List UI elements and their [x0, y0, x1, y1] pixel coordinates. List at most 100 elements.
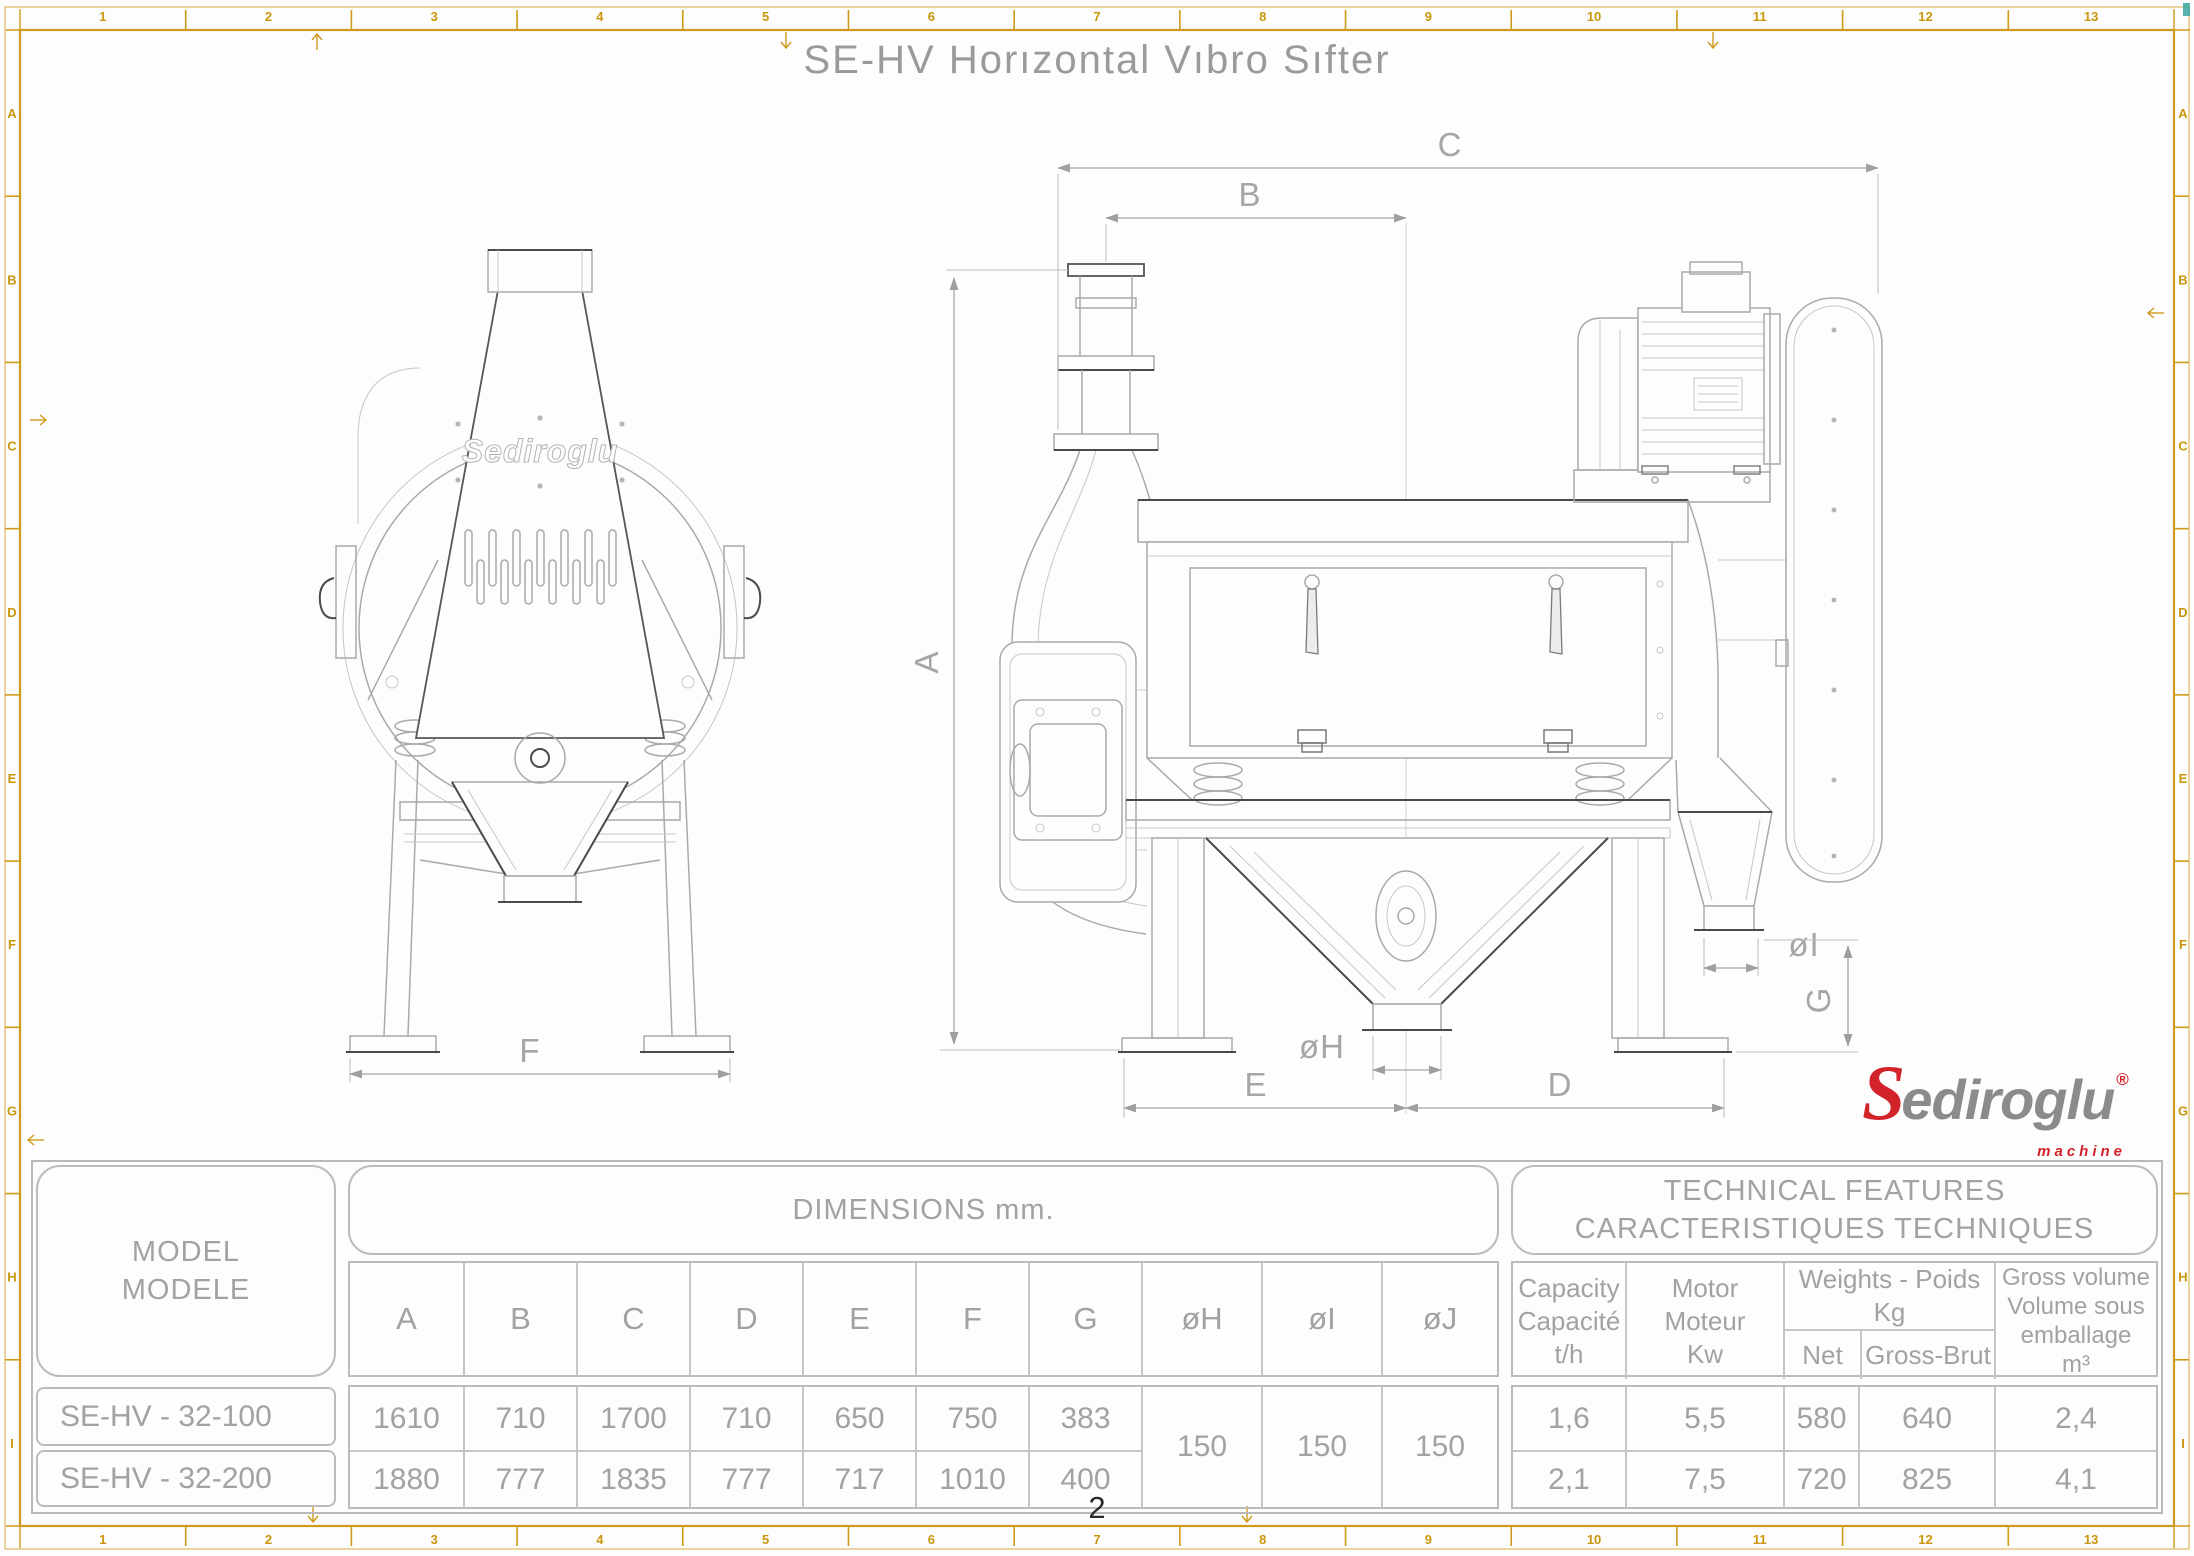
col-E: E — [802, 1263, 915, 1375]
cell: 2,4 — [1994, 1387, 2156, 1450]
col-weights: Weights - Poids Kg Net Gross-Brut — [1783, 1263, 1994, 1379]
belt-guard — [1718, 297, 1883, 883]
door-handles — [1304, 574, 1564, 655]
col-oI: øI — [1261, 1263, 1381, 1375]
svg-text:8: 8 — [1259, 1532, 1266, 1547]
svg-text:A: A — [2178, 106, 2188, 121]
cell: 4,1 — [1994, 1450, 2156, 1507]
svg-text:3: 3 — [431, 1532, 438, 1547]
dim-label-G: G — [1800, 987, 1837, 1014]
svg-text:10: 10 — [1587, 9, 1601, 24]
col-B: B — [463, 1263, 576, 1375]
svg-text:A: A — [7, 106, 17, 121]
svg-text:I: I — [10, 1436, 14, 1451]
svg-text:F: F — [8, 937, 16, 952]
col-D: D — [689, 1263, 802, 1375]
svg-text:B: B — [2178, 272, 2187, 287]
svg-text:H: H — [2178, 1270, 2187, 1285]
svg-text:11: 11 — [1753, 9, 1767, 24]
technical-header: TECHNICAL FEATURES CARACTERISTIQUES TECH… — [1511, 1165, 2158, 1255]
cell: 1880 — [350, 1450, 463, 1507]
svg-text:5: 5 — [762, 1532, 769, 1547]
svg-text:7: 7 — [1093, 1532, 1100, 1547]
vent-slots — [464, 529, 617, 605]
svg-text:E: E — [8, 771, 17, 786]
svg-text:G: G — [7, 1103, 17, 1118]
col-motor: Motor Moteur Kw — [1625, 1263, 1783, 1379]
tech-data-block: 1,6 5,5 580 640 2,4 2,1 7,5 720 825 4,1 — [1511, 1385, 2158, 1509]
cell: 720 — [1783, 1450, 1858, 1507]
svg-text:D: D — [2178, 605, 2187, 620]
cell: 710 — [689, 1387, 802, 1450]
drive-motor — [1573, 261, 1781, 503]
dim-label-D: D — [1548, 1066, 1573, 1103]
col-oH: øH — [1141, 1263, 1261, 1375]
registered-mark-icon: ® — [2116, 1070, 2129, 1089]
svg-text:4: 4 — [596, 1532, 604, 1547]
cell: 777 — [689, 1450, 802, 1507]
svg-text:8: 8 — [1259, 9, 1266, 24]
cell: 383 — [1028, 1387, 1141, 1450]
dim-label-C: C — [1438, 126, 1463, 163]
svg-text:D: D — [7, 605, 16, 620]
svg-text:6: 6 — [928, 9, 935, 24]
logo-tagline: machine — [2037, 1143, 2126, 1160]
svg-text:13: 13 — [2084, 1532, 2098, 1547]
cell: 7,5 — [1625, 1450, 1783, 1507]
dim-label-E: E — [1244, 1066, 1267, 1103]
svg-text:I: I — [2181, 1436, 2185, 1451]
svg-text:H: H — [7, 1270, 16, 1285]
company-logo: S ediroglu ® machine — [1862, 1049, 2132, 1161]
dim-label-oH: øH — [1299, 1028, 1345, 1065]
dim-label-A: A — [908, 650, 945, 673]
cell-merged-oJ: 150 — [1381, 1387, 1497, 1507]
svg-text:1: 1 — [99, 9, 106, 24]
svg-text:5: 5 — [762, 9, 769, 24]
svg-text:11: 11 — [1753, 1532, 1767, 1547]
tech-subheader-row: Capacity Capacité t/h Motor Moteur Kw We… — [1511, 1261, 2158, 1379]
door-latches — [1297, 729, 1573, 753]
dim-subheader-row: A B C D E F G øH øI øJ — [348, 1261, 1499, 1377]
svg-text:E: E — [2179, 771, 2188, 786]
svg-text:3: 3 — [431, 9, 438, 24]
svg-text:7: 7 — [1093, 9, 1100, 24]
cell: 1610 — [373, 1401, 440, 1435]
specification-table: MODEL MODELE DIMENSIONS mm. TECHNICAL FE… — [31, 1160, 2163, 1514]
svg-text:C: C — [2178, 439, 2188, 454]
cell: 650 — [802, 1387, 915, 1450]
svg-text:9: 9 — [1425, 1532, 1432, 1547]
svg-text:12: 12 — [1918, 1532, 1932, 1547]
cell: 1835 — [576, 1450, 689, 1507]
cell: 710 — [463, 1387, 576, 1450]
dim-data-block: 1610 710 1700 710 650 750 383 150 150 15… — [348, 1385, 1499, 1509]
svg-text:13: 13 — [2084, 9, 2098, 24]
dimensions-header: DIMENSIONS mm. — [348, 1165, 1499, 1255]
cell: 1700 — [576, 1387, 689, 1450]
dim-label-F: F — [519, 1032, 540, 1069]
cell-merged-oH: 150 — [1141, 1387, 1261, 1507]
cell: 400 — [1028, 1450, 1141, 1507]
svg-text:10: 10 — [1587, 1532, 1601, 1547]
col-F: F — [915, 1263, 1028, 1375]
svg-text:G: G — [2178, 1103, 2188, 1118]
page-title: SE-HV Horızontal Vıbro Sıfter — [803, 38, 1391, 82]
col-net: Net — [1802, 1339, 1843, 1370]
svg-text:6: 6 — [928, 1532, 935, 1547]
svg-text:9: 9 — [1425, 9, 1432, 24]
col-gross: Gross-Brut — [1860, 1331, 1994, 1379]
dim-label-B: B — [1238, 176, 1261, 213]
svg-text:12: 12 — [1918, 9, 1932, 24]
cell: 777 — [463, 1450, 576, 1507]
logo-wordmark: ediroglu — [1901, 1068, 2115, 1131]
cell: 580 — [1783, 1387, 1858, 1450]
cell: 1010 — [915, 1450, 1028, 1507]
logo-s-mark: S — [1862, 1049, 1906, 1136]
model-row-1: SE-HV - 32-100 — [36, 1387, 336, 1446]
cell: 2,1 — [1513, 1450, 1625, 1507]
svg-text:4: 4 — [596, 9, 604, 24]
front-view: Sediroglu F — [318, 249, 762, 1082]
col-oJ: øJ — [1381, 1263, 1497, 1375]
model-header: MODEL MODELE — [36, 1165, 336, 1377]
